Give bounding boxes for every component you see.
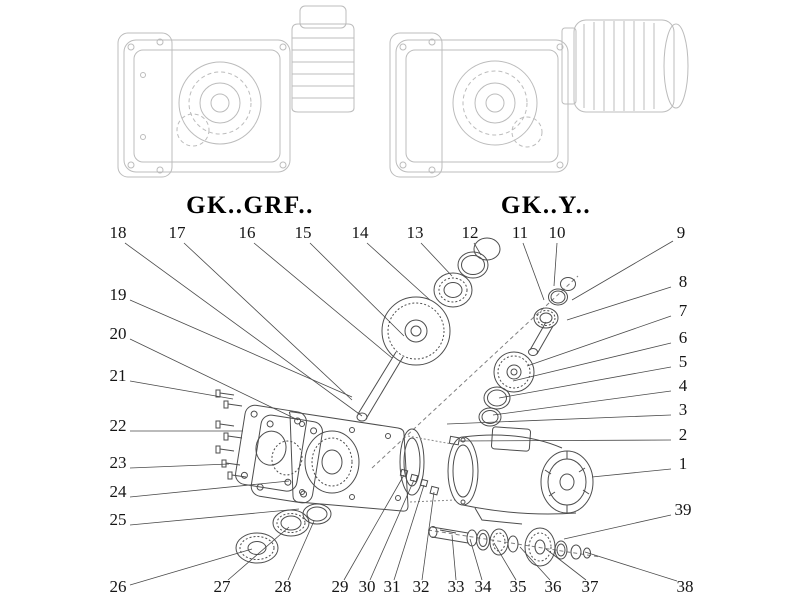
leader-line-3 <box>446 414 672 425</box>
leader-line-14 <box>366 242 431 301</box>
leader-line-18 <box>124 242 363 417</box>
input-shaft-gear-stack <box>356 237 501 422</box>
part-number-34: 34 <box>475 577 493 596</box>
part-number-24: 24 <box>110 482 128 501</box>
mounting-screws <box>215 389 247 480</box>
part-number-17: 17 <box>169 223 187 242</box>
leader-line-34 <box>469 538 483 581</box>
part-number-16: 16 <box>239 223 256 242</box>
output-gear-and-bearing <box>235 503 332 564</box>
part-number-10: 10 <box>549 223 566 242</box>
part-number-14: 14 <box>352 223 370 242</box>
leader-line-23 <box>129 463 230 469</box>
leader-line-27 <box>227 526 290 581</box>
exploded-view <box>215 237 601 567</box>
part-number-1: 1 <box>679 454 688 473</box>
model-label-left: GK..GRF.. <box>186 192 314 219</box>
part-number-9: 9 <box>677 223 686 242</box>
leader-line-20 <box>129 338 299 421</box>
flange-plate-outer <box>235 404 307 492</box>
leader-line-28 <box>287 520 315 581</box>
leader-line-30 <box>369 479 415 581</box>
leader-line-19 <box>129 299 353 398</box>
leader-line-9 <box>571 240 674 301</box>
part-number-15: 15 <box>295 223 312 242</box>
part-number-33: 33 <box>448 577 465 596</box>
part-number-5: 5 <box>679 352 688 371</box>
leader-line-29 <box>343 474 405 581</box>
leader-line-37 <box>545 548 587 581</box>
model-label-right: GK..Y.. <box>501 192 591 219</box>
leader-line-25 <box>129 508 300 526</box>
leader-line-11 <box>522 242 545 301</box>
leader-line-21 <box>129 380 234 400</box>
leader-line-26 <box>129 548 253 586</box>
part-number-27: 27 <box>214 577 232 596</box>
leader-line-1 <box>591 468 672 478</box>
part-number-20: 20 <box>110 324 127 343</box>
part-number-11: 11 <box>512 223 528 242</box>
leader-line-16 <box>253 242 393 359</box>
gearbox-housing <box>288 411 425 512</box>
leader-line-13 <box>420 242 453 277</box>
part-number-13: 13 <box>407 223 424 242</box>
part-number-6: 6 <box>679 328 688 347</box>
part-number-22: 22 <box>110 416 127 435</box>
coupling-fasteners <box>399 435 461 503</box>
leader-line-2 <box>458 439 672 442</box>
leader-line-10 <box>553 242 558 287</box>
leader-line-12 <box>473 242 482 256</box>
leader-line-24 <box>129 480 290 498</box>
part-number-18: 18 <box>110 223 127 242</box>
part-number-36: 36 <box>545 577 562 596</box>
leader-line-33 <box>451 534 457 581</box>
part-number-39: 39 <box>675 500 692 519</box>
part-number-3: 3 <box>679 400 688 419</box>
output-shaft-assembly <box>428 526 591 567</box>
pinion-shaft-stack <box>478 277 576 427</box>
part-number-7: 7 <box>679 301 688 320</box>
assembled-view-gk-grf <box>117 5 355 178</box>
axis-line-output <box>427 529 601 558</box>
part-number-25: 25 <box>110 510 127 529</box>
leader-line-36 <box>519 546 551 581</box>
part-number-21: 21 <box>110 366 127 385</box>
part-number-26: 26 <box>110 577 127 596</box>
part-number-37: 37 <box>582 577 600 596</box>
leader-line-17 <box>183 242 353 401</box>
leader-line-32 <box>421 491 435 581</box>
part-number-28: 28 <box>275 577 292 596</box>
part-number-31: 31 <box>384 577 401 596</box>
part-number-8: 8 <box>679 272 688 291</box>
leader-line-4 <box>492 390 672 416</box>
part-number-12: 12 <box>462 223 479 242</box>
part-number-30: 30 <box>359 577 376 596</box>
leader-line-7 <box>526 315 672 367</box>
leader-line-35 <box>493 542 517 581</box>
part-number-38: 38 <box>677 577 694 596</box>
leader-line-39 <box>563 514 672 540</box>
leader-line-15 <box>309 242 405 337</box>
leader-line-8 <box>566 286 672 321</box>
exploded-motor <box>447 426 594 525</box>
part-number-2: 2 <box>679 425 688 444</box>
assembled-view-gk-y <box>389 19 689 178</box>
part-number-35: 35 <box>510 577 527 596</box>
part-number-23: 23 <box>110 453 127 472</box>
leader-line-31 <box>393 484 425 581</box>
part-number-29: 29 <box>332 577 349 596</box>
part-number-19: 19 <box>110 285 127 304</box>
part-number-4: 4 <box>679 376 688 395</box>
part-number-32: 32 <box>413 577 430 596</box>
leader-line-38 <box>584 551 678 582</box>
leader-line-6 <box>512 342 672 382</box>
leader-line-5 <box>498 366 672 399</box>
